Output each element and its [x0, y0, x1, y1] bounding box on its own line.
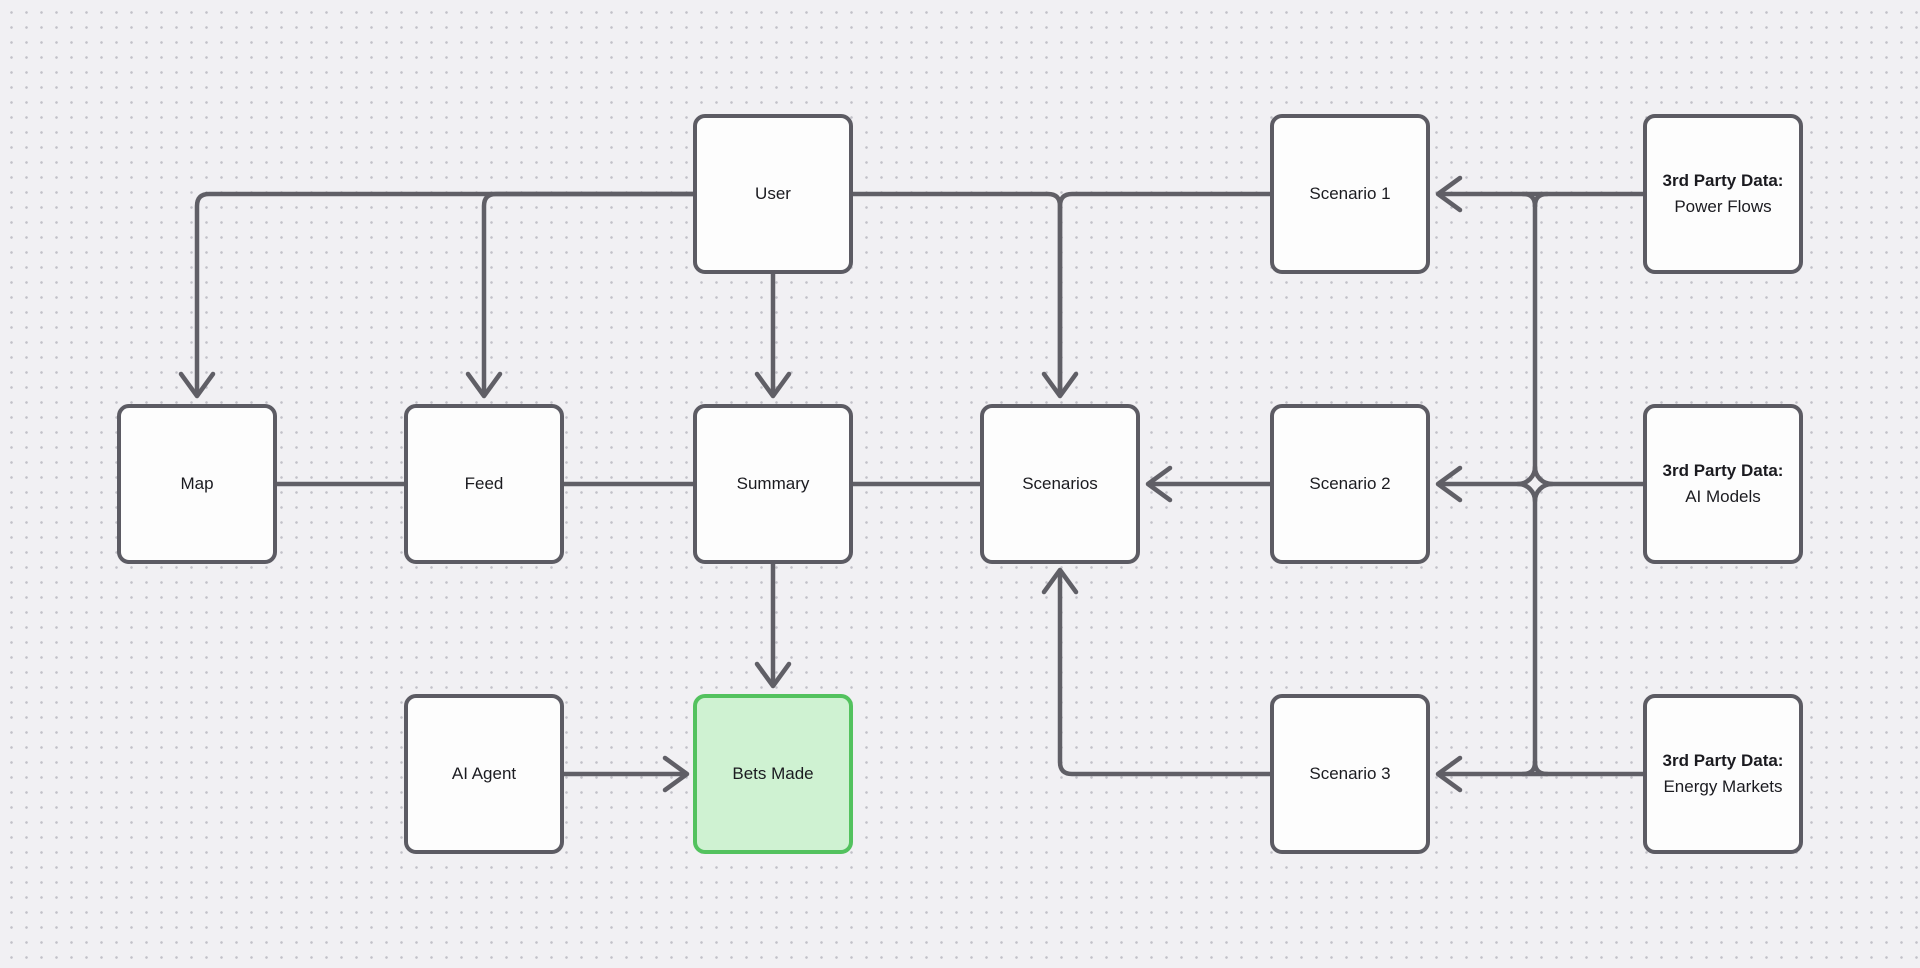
- node-map[interactable]: Map: [117, 404, 277, 564]
- arrowhead-left-icon: [1145, 465, 1173, 503]
- edge-user-scenarios[interactable]: [850, 191, 1079, 399]
- arrowhead-up-icon: [1041, 567, 1079, 595]
- node-label-line1: 3rd Party Data:: [1662, 461, 1784, 480]
- node-feed[interactable]: Feed: [404, 404, 564, 564]
- edge-scenario-3-scenarios[interactable]: [1041, 567, 1273, 777]
- arrowhead-down-icon: [754, 371, 792, 399]
- edge-third-party-bus[interactable]: [1515, 191, 1555, 777]
- node-label: Feed: [464, 474, 504, 493]
- edge-user-feed[interactable]: [465, 191, 696, 399]
- node-scenario-1[interactable]: Scenario 1: [1270, 114, 1430, 274]
- node-label: 3rd Party Data: Energy Markets: [1663, 748, 1784, 800]
- node-scenario-3[interactable]: Scenario 3: [1270, 694, 1430, 854]
- arrowhead-left-icon: [1435, 175, 1463, 213]
- arrowhead-down-icon: [178, 371, 216, 399]
- edge-user-map[interactable]: [178, 191, 696, 399]
- node-data-energy-markets[interactable]: 3rd Party Data: Energy Markets: [1643, 694, 1803, 854]
- node-label: Scenario 3: [1309, 764, 1391, 783]
- node-label: AI Agent: [451, 764, 517, 783]
- arrowhead-left-icon: [1435, 755, 1463, 793]
- arrowhead-right-icon: [662, 755, 690, 793]
- node-label: Scenario 1: [1309, 184, 1391, 203]
- edge-summary-bets-made[interactable]: [754, 561, 792, 689]
- node-label: 3rd Party Data: Power Flows: [1663, 168, 1784, 220]
- node-label: Map: [180, 474, 214, 493]
- node-label-line2: AI Models: [1685, 487, 1761, 506]
- node-scenarios[interactable]: Scenarios: [980, 404, 1140, 564]
- node-label: 3rd Party Data: AI Models: [1663, 458, 1784, 510]
- node-label: Scenarios: [1022, 474, 1098, 493]
- node-user[interactable]: User: [693, 114, 853, 274]
- edge-user-summary[interactable]: [754, 271, 792, 399]
- node-ai-agent[interactable]: AI Agent: [404, 694, 564, 854]
- node-summary[interactable]: Summary: [693, 404, 853, 564]
- node-bets-made[interactable]: Bets Made: [693, 694, 853, 854]
- edge-scenario-1-scenarios[interactable]: [1057, 191, 1273, 397]
- node-label: Summary: [736, 474, 810, 493]
- edge-ai-agent-bets-made[interactable]: [561, 755, 690, 793]
- edge-scenario-2-scenarios[interactable]: [1145, 465, 1273, 503]
- node-label-line1: 3rd Party Data:: [1662, 751, 1784, 770]
- line-crossing-icon: [1515, 464, 1555, 504]
- node-label: Scenario 2: [1309, 474, 1391, 493]
- arrowhead-down-icon: [465, 371, 503, 399]
- node-data-power-flows[interactable]: 3rd Party Data: Power Flows: [1643, 114, 1803, 274]
- node-data-ai-models[interactable]: 3rd Party Data: AI Models: [1643, 404, 1803, 564]
- node-label: User: [755, 184, 791, 203]
- node-scenario-2[interactable]: Scenario 2: [1270, 404, 1430, 564]
- node-label: Bets Made: [732, 764, 814, 783]
- node-label-line2: Energy Markets: [1663, 777, 1783, 796]
- node-label-line2: Power Flows: [1674, 197, 1772, 216]
- node-label-line1: 3rd Party Data:: [1662, 171, 1784, 190]
- arrowhead-left-icon: [1435, 465, 1463, 503]
- arrowhead-down-icon: [754, 661, 792, 689]
